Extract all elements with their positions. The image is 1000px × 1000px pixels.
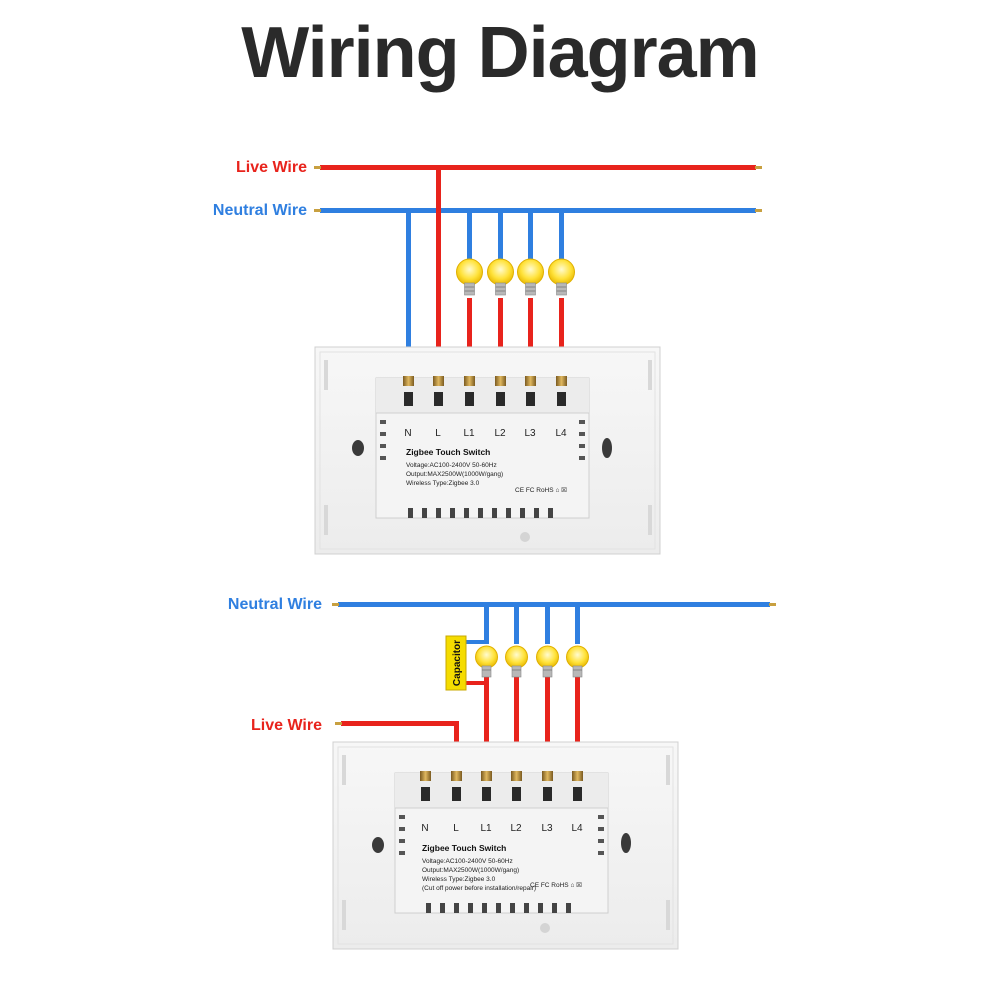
terminal-label-n: N [404, 428, 411, 439]
spec-line: Output:MAX2500W(1000W/gang) [406, 471, 503, 478]
load-wires [464, 604, 580, 777]
wire-tip [314, 209, 321, 212]
live-wire-bus [320, 165, 756, 170]
spec-line: Output:MAX2500W(1000W/gang) [422, 867, 519, 874]
capacitor-label: Capacitor [452, 640, 463, 686]
wire-tip [314, 166, 321, 169]
terminal-label-l: L [453, 823, 459, 834]
spec-line: Voltage:AC100-2400V 50-60Hz [406, 462, 497, 469]
spec-line: (Cut off power before installation/repai… [422, 885, 536, 892]
spec-line: Wireless Type:Zigbee 3.0 [406, 480, 480, 487]
diagram-2: Neutral Wire Live Wire [228, 596, 776, 950]
light-bulb-icon [536, 645, 559, 678]
terminal-label-n: N [421, 823, 428, 834]
switch-back-plate [332, 741, 679, 950]
certification-marks: СЕ FC RoHS ⌂ ☒ [530, 881, 582, 889]
neutral-wire-bus [320, 208, 756, 213]
light-bulb-icon [475, 645, 498, 678]
wire-tip [769, 603, 776, 606]
neutral-wire-label: Neutral Wire [213, 202, 307, 219]
spec-line: Voltage:AC100-2400V 50-60Hz [422, 858, 513, 865]
spec-line: Wireless Type:Zigbee 3.0 [422, 876, 496, 883]
terminal-label-l2: L2 [494, 428, 506, 439]
neutral-drop-wire [406, 210, 411, 382]
live-wire [341, 721, 459, 726]
wire-tip [755, 166, 762, 169]
certification-marks: СЕ FC RoHS ⌂ ☒ [515, 486, 567, 494]
live-wire-label: Live Wire [251, 717, 322, 734]
neutral-wire-bus [338, 602, 770, 607]
terminal-label-l3: L3 [541, 823, 553, 834]
terminal-screws [403, 376, 567, 406]
wire-tip [332, 603, 339, 606]
light-bulb-icon [487, 258, 514, 296]
terminal-label-l: L [435, 428, 441, 439]
terminal-label-l2: L2 [510, 823, 522, 834]
terminal-label-l3: L3 [524, 428, 536, 439]
light-bulb-icon [517, 258, 544, 296]
product-title: Zigbee Touch Switch [406, 447, 490, 457]
load-wires [467, 210, 564, 382]
capacitor: Capacitor [445, 635, 467, 691]
light-bulb-icon [456, 258, 483, 296]
live-drop-wire [436, 167, 441, 382]
wire-tip [335, 722, 342, 725]
wire-tip [755, 209, 762, 212]
diagram-1: Live Wire Neutral Wire [213, 159, 762, 555]
light-bulb-icon [566, 645, 589, 678]
terminal-label-l1: L1 [463, 428, 475, 439]
neutral-wire-label: Neutral Wire [228, 596, 322, 613]
live-wire-label: Live Wire [236, 159, 307, 176]
light-bulb-icon [548, 258, 575, 296]
terminal-screws [420, 771, 583, 801]
product-title: Zigbee Touch Switch [422, 843, 506, 853]
terminal-label-l1: L1 [480, 823, 492, 834]
terminal-label-l4: L4 [555, 428, 567, 439]
terminal-label-l4: L4 [571, 823, 583, 834]
light-bulb-icon [505, 645, 528, 678]
page-title: Wiring Diagram [241, 13, 759, 93]
